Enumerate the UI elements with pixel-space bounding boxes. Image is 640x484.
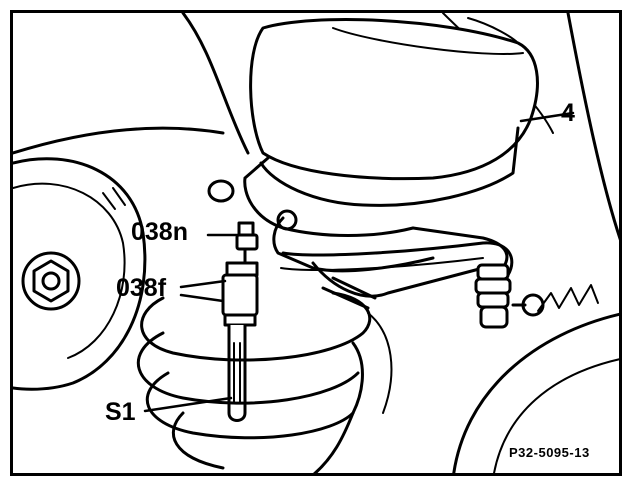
leader-4: [519, 111, 575, 123]
accumulator-sphere: [243, 17, 539, 237]
spring-seat-left: [13, 157, 147, 391]
diagram-frame: 4 038n 038f S1 P32-5095-13: [10, 10, 622, 476]
dome-edge: [452, 312, 619, 473]
leader-s1: [143, 396, 233, 413]
callout-038n: 038n: [131, 218, 188, 246]
break-mark: [537, 284, 599, 312]
panel-edge: [13, 126, 225, 155]
mounting-hole: [207, 179, 235, 203]
callout-4: 4: [561, 99, 575, 127]
figure-reference: P32-5095-13: [509, 445, 590, 460]
bracket-bolt: [276, 209, 298, 231]
technical-illustration: [13, 13, 619, 473]
callout-s1: S1: [105, 398, 136, 426]
test-fitting-assembly: [221, 221, 259, 422]
pipe-fitting-right: [474, 263, 545, 329]
leader-038f: [179, 279, 227, 303]
coil-spring: [136, 291, 393, 473]
panel-edge: [566, 13, 619, 241]
callout-038f: 038f: [116, 274, 167, 302]
panel-edge: [181, 13, 250, 155]
